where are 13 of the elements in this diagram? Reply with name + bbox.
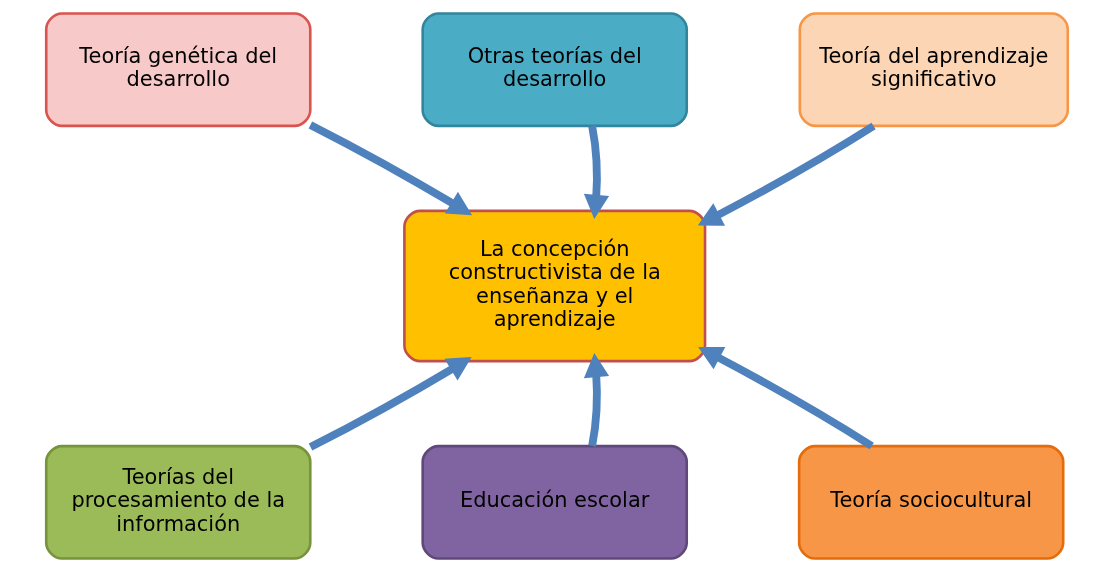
node-box: Otras teorías del desarrollo	[420, 12, 688, 128]
node-box: Educación escolar	[420, 444, 688, 560]
arrow	[583, 125, 609, 219]
node-box: Teoría genética del desarrollo	[44, 12, 312, 128]
arrow	[583, 353, 609, 447]
node-box: Teorías del procesamiento de la información	[44, 444, 312, 560]
arrow	[308, 357, 472, 451]
arrow	[697, 346, 874, 450]
node-box: Teoría del aprendizaje significativo	[798, 12, 1069, 128]
node-box: La concepción constructivista de la enseñanza y el aprendizaje	[402, 209, 706, 363]
node-box: Teoría sociocultural	[797, 444, 1064, 560]
arrow	[697, 122, 876, 226]
arrow	[308, 121, 472, 216]
